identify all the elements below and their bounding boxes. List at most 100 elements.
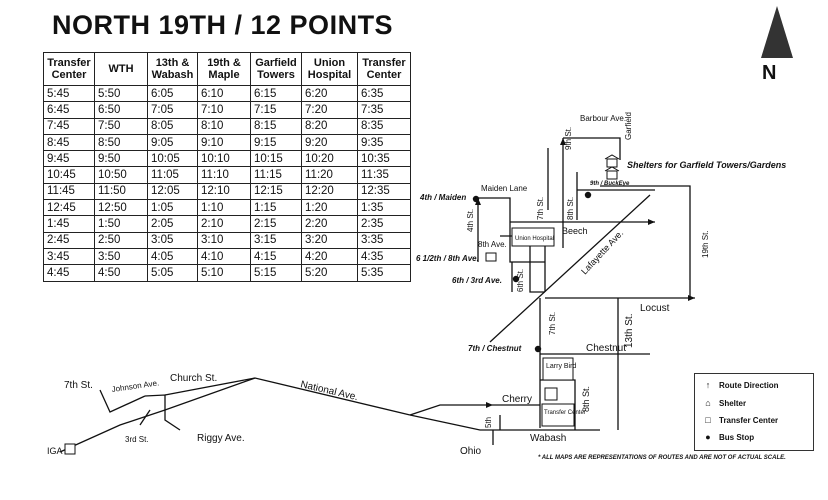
table-cell: 8:35 [357,117,411,135]
shelter-icon [604,154,620,168]
disclaimer: * ALL MAPS ARE REPRESENTATIONS OF ROUTES… [538,455,786,461]
table-cell: 10:10 [197,150,251,168]
union-hospital-label: Union Hospital [515,236,554,242]
route-line [478,197,545,263]
street-label: Wabash [530,433,566,444]
column-header: Union Hospital [301,52,358,86]
street-label: Cherry [502,394,532,405]
street-label: Riggy Ave. [197,433,245,444]
route-direction-arrow [648,219,655,225]
column-header: Transfer Center [43,52,95,86]
route-direction-arrow [486,402,493,408]
table-cell: 4:35 [357,247,411,266]
table-cell: 1:05 [147,199,198,217]
table-cell: 9:15 [250,133,302,152]
street-label: 8th St. [566,197,575,220]
iga-box [64,443,76,455]
route-line [144,394,181,431]
street-label: Beech [562,226,588,236]
table-cell: 7:35 [357,101,411,119]
table-cell: 11:35 [357,166,411,184]
table-cell: 6:10 [197,84,251,103]
street-label: 8th St. [581,386,591,412]
street-label: 9th St. [564,127,573,150]
street-label: 7th St. [548,312,557,335]
table-cell: 5:45 [43,84,95,103]
union-hospital-box [511,227,555,247]
street-label: Johnson Ave. [111,378,160,394]
street-label: Maiden Lane [481,184,528,193]
shelter-icon: ⌂ [705,398,711,408]
stop-label: 6th / 3rd Ave. [452,276,502,285]
table-cell: 7:10 [197,101,251,119]
legend-label: Bus Stop [719,432,755,442]
street-label: 5th [484,417,493,428]
route-line [409,404,493,416]
column-header: Transfer Center [357,52,411,86]
map-legend: ↑ Route Direction ⌂ Shelter □ Transfer C… [694,373,814,451]
table-cell: 4:20 [301,247,358,266]
street-label: Locust [640,303,670,314]
bus-stop-icon: ● [705,432,711,442]
table-cell: 5:35 [357,264,411,282]
street-label: Church St. [170,373,217,384]
route-line [563,137,621,160]
street-label: 7th St. [536,197,545,220]
street-label: 13th St. [624,314,635,348]
table-cell: 5:05 [147,264,198,282]
schedule-table: Transfer Center WTH 13th & Wabash 19th &… [43,52,411,282]
route-line [139,409,151,426]
bus-stop-icon [512,275,520,283]
table-cell: 12:20 [301,182,358,201]
street-label: National Ave. [299,379,359,403]
table-cell: 5:20 [301,264,358,282]
shelters-label: Shelters for Garfield Towers/Gardens [627,160,786,170]
street-label: Ohio [460,446,482,457]
stop-label: 6 1/2th / 8th Ave. [416,254,479,263]
stop-label: 4th / Maiden [419,193,466,202]
legend-label: Route Direction [719,380,779,390]
legend-item: ↑ Route Direction [701,380,779,390]
legend-item: ⌂ Shelter [701,398,746,408]
table-cell: 9:20 [301,133,358,152]
table-cell: 4:45 [43,264,95,282]
bus-stop-icon [534,345,542,353]
bus-stop-icon [472,195,480,203]
table-cell: 6:45 [43,101,95,119]
street-label: 7th St. [64,380,93,391]
north-arrow-icon [761,6,793,58]
larry-bird-box [542,357,574,381]
legend-label: Transfer Center [719,415,779,425]
table-cell: 5:10 [197,264,251,282]
table-header-row: Transfer Center WTH 13th & Wabash 19th &… [43,52,411,86]
street-label: Chestnut [586,343,626,354]
legend-item: □ Transfer Center [701,415,778,425]
table-cell: 9:10 [197,133,251,152]
street-label: 6th St. [516,269,525,292]
column-header: 19th & Maple [197,52,251,86]
transfer-center-label-box [541,403,575,427]
stop-label: 9th / BuckEye [590,181,630,187]
street-label: 8th Ave. [478,240,507,249]
table-cell: 12:15 [250,182,302,201]
route-direction-arrow [475,198,481,205]
route-direction-arrow [688,295,695,301]
route-line [409,414,600,431]
bus-stop-icon [584,191,592,199]
table-cell: 8:05 [147,117,198,135]
route-line [59,377,256,453]
legend-label: Shelter [719,398,747,408]
street-label: Barbour Ave. [580,114,626,123]
table-cell: 5:15 [250,264,302,282]
stop-label: 7th / Chestnut [468,344,522,353]
route-line [99,389,146,413]
table-cell: 11:10 [197,166,251,184]
table-cell: 2:20 [301,215,358,233]
